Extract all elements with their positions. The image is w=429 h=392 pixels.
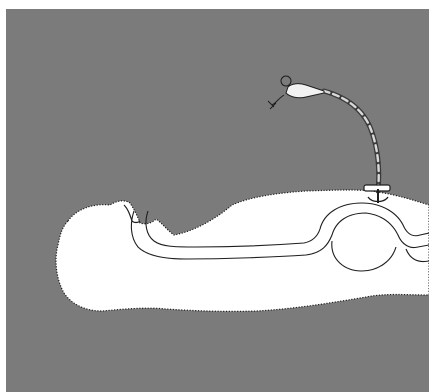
- patient-body-silhouette: [56, 190, 429, 311]
- illustration-panel: [6, 9, 429, 392]
- gastrostomy-illustration: [6, 9, 429, 392]
